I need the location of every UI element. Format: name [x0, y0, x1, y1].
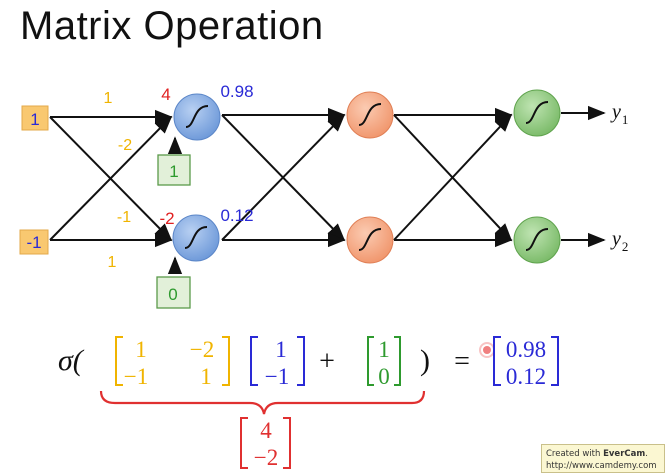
plus-sign: +: [319, 346, 335, 377]
input-value-1: 1: [30, 110, 39, 129]
result-vector-right-bracket: [551, 336, 559, 386]
input-node-1: 1: [21, 105, 49, 131]
bias-box-2: 0: [156, 276, 191, 309]
equals-sign: =: [454, 346, 470, 377]
hidden-connections-2: [393, 107, 513, 248]
sigmoid-icon: [184, 226, 208, 249]
hidden-connections-1: [221, 107, 346, 248]
result-vector-cell: 0.98: [506, 337, 546, 362]
weight-matrix-cell: −2: [190, 337, 214, 362]
bias-vector-left-bracket: [367, 336, 374, 386]
weight-matrix-cell: 1: [200, 364, 212, 389]
weight-matrix-cell: −1: [124, 364, 148, 389]
sum-vector-cell: −2: [254, 445, 278, 470]
sigma-symbol: σ(: [58, 344, 85, 377]
input-node-2: -1: [19, 229, 49, 255]
bias-value-2: 0: [168, 285, 177, 304]
sigmoid-icon: [525, 101, 549, 124]
evercam-watermark[interactable]: Created with EverCam. http://www.camdemy…: [541, 444, 665, 473]
pointer-dot: [483, 346, 491, 354]
matrix-equation: σ( 1 −2 −1 1 1 −1 + 1 0 ) = 0.98 0.12: [58, 336, 559, 470]
neuron-layer3-top: [513, 89, 561, 137]
sigmoid-icon: [185, 105, 209, 128]
sigmoid-icon: [358, 103, 382, 126]
bias-vector-cell: 1: [378, 337, 390, 362]
input-vector-left-bracket: [250, 336, 258, 386]
output-label-2: y2: [610, 228, 628, 254]
activation-label: 0.98: [220, 82, 253, 101]
sum-brace: [99, 390, 426, 415]
activation-label: 0.12: [220, 206, 253, 225]
sigmoid-icon: [358, 228, 382, 251]
pre-activation-label: -2: [159, 209, 174, 228]
neuron-layer2-top: [346, 91, 394, 139]
neuron-layer1-top: [173, 93, 221, 141]
weight-label: -2: [118, 137, 132, 154]
input-vector-cell: −1: [265, 364, 289, 389]
bias-value-1: 1: [169, 162, 178, 181]
watermark-url: http://www.camdemy.com: [546, 461, 657, 471]
result-vector-left-bracket: [493, 336, 501, 386]
sum-vector-left-bracket: [240, 417, 248, 469]
bias-vector-right-bracket: [394, 336, 401, 386]
input-value-2: -1: [26, 233, 41, 252]
weight-label: -1: [117, 209, 131, 226]
pre-activation-label: 4: [161, 85, 170, 104]
watermark-line1: Created with EverCam.: [546, 449, 648, 459]
neuron-layer2-bottom: [346, 216, 394, 264]
input-connections: [49, 109, 173, 248]
output-arrows: [561, 105, 606, 248]
close-paren: ): [420, 344, 430, 377]
neuron-layer1-bottom: [172, 214, 220, 262]
result-vector-cell: 0.12: [506, 364, 546, 389]
weight-matrix-cell: 1: [135, 337, 147, 362]
weight-matrix-right-bracket: [222, 336, 230, 386]
input-vector-right-bracket: [297, 336, 305, 386]
weight-matrix-left-bracket: [115, 336, 123, 386]
sigmoid-icon: [525, 228, 549, 251]
slide-title: Matrix Operation: [20, 4, 324, 48]
output-label-1: y1: [610, 101, 628, 127]
sum-vector-cell: 4: [260, 418, 272, 443]
input-vector-cell: 1: [275, 337, 287, 362]
neuron-layer3-bottom: [513, 216, 561, 264]
bias-vector-cell: 0: [378, 364, 390, 389]
weight-label: 1: [104, 90, 113, 107]
weight-label: 1: [108, 254, 117, 271]
sum-vector-right-bracket: [283, 417, 291, 469]
bias-box-1: 1: [157, 154, 191, 186]
